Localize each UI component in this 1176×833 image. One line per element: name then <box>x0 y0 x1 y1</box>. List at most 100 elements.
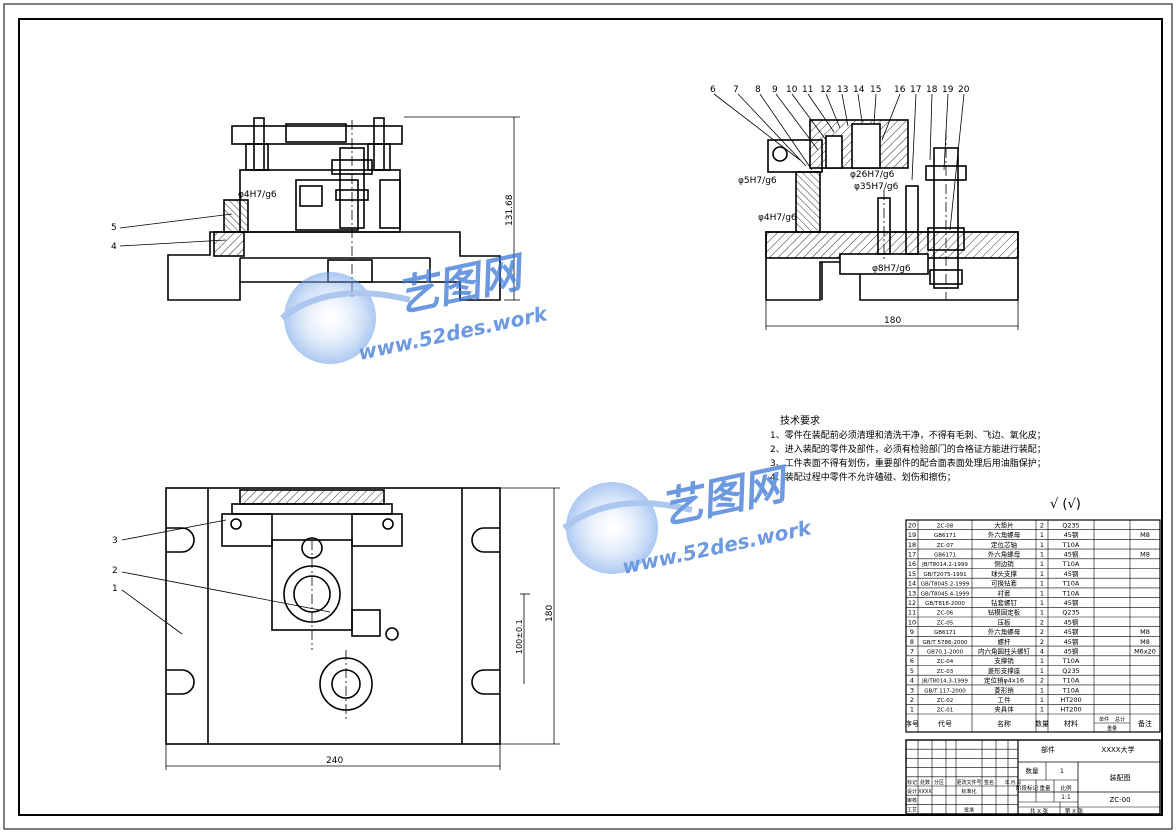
top-leaders <box>121 519 331 635</box>
section-leaders <box>713 93 965 231</box>
bom-cell: 4 <box>910 677 914 685</box>
outer-border <box>3 3 1173 830</box>
bom-cell: 内六角圆柱头螺钉 <box>978 647 1031 656</box>
bom-cell: 1 <box>1040 657 1044 665</box>
title-review-label: 审核 <box>907 797 917 804</box>
fit-label-4: φ4H7/g6 <box>758 213 797 223</box>
bom-cell: 钻套螺钉 <box>991 598 1018 607</box>
leader-4: 4 <box>111 242 117 252</box>
bom-cell: ZC-06 <box>937 611 954 617</box>
bom-cell: 45钢 <box>1064 599 1079 607</box>
bom-cell: 16 <box>908 560 916 568</box>
bom-cell: 钻模固定板 <box>988 608 1021 617</box>
bom-cell: 11 <box>908 609 916 617</box>
tech-line-4: 4、装配过程中零件不允许磕碰、划伤和擦伤； <box>770 471 956 483</box>
bom-cell: 侧边销 <box>994 559 1014 568</box>
bom-cell: ZC-03 <box>937 669 954 675</box>
bom-cell: 8 <box>910 638 914 646</box>
watermark-2: 艺图网 www.52des.work <box>562 458 815 579</box>
bom-header-extra: 总计 <box>1115 716 1125 723</box>
fit-label-5: φ8H7/g6 <box>872 264 911 274</box>
leader-9: 9 <box>772 85 778 95</box>
bom-cell: T10A <box>1062 541 1080 549</box>
bom-cell: GB/T 5786-2000 <box>923 640 968 646</box>
bom-cell: 定位销φ4x16 <box>984 676 1024 685</box>
bom-cell: ZC-01 <box>937 708 954 714</box>
bom-cell: 45钢 <box>1064 618 1079 626</box>
leader-14: 14 <box>853 85 865 95</box>
bom-cell: 13 <box>908 589 916 597</box>
bom-header: 名称 <box>997 719 1011 728</box>
title-weight-label: 重量 <box>1039 784 1051 792</box>
tech-line-2: 2、进入装配的零件及部件，必须有检验部门的合格证方能进行装配； <box>770 443 1046 455</box>
bom-cell: 1 <box>1040 667 1044 675</box>
bom-cell: 1 <box>1040 570 1044 578</box>
leader-17: 17 <box>910 85 921 95</box>
bom-cell: 6 <box>910 657 914 665</box>
bom-cell: 1 <box>1040 706 1044 714</box>
bom-cell: 5 <box>910 667 914 675</box>
bom-cell: GB6171 <box>934 630 956 636</box>
bom-cell: 45钢 <box>1064 570 1079 578</box>
bom-cell: GB/T 117-2000 <box>924 688 966 694</box>
bom-cell: 球头支撑 <box>991 569 1018 578</box>
bom-cell: 7 <box>910 648 914 656</box>
bom-cell: T10A <box>1062 580 1080 588</box>
bom-header: 材料 <box>1064 719 1078 728</box>
bom-cell: 外六角螺母 <box>988 530 1021 539</box>
bom-cell: 工件 <box>998 695 1012 704</box>
leader-2: 2 <box>112 566 118 576</box>
bom-cell: 1 <box>1040 686 1044 694</box>
bom-cell: Q235 <box>1062 609 1080 617</box>
leader-15: 15 <box>870 85 881 95</box>
title-sign-label: 签名 <box>984 779 994 786</box>
front-view <box>167 117 501 301</box>
bom-cell: ZC-04 <box>937 659 954 665</box>
bom-cell: 1 <box>1040 541 1044 549</box>
leader-7: 7 <box>733 85 739 95</box>
bom-cell: ZC-08 <box>937 523 954 529</box>
bom-cell: Q235 <box>1062 667 1080 675</box>
bom-cell: 外六角螺母 <box>988 550 1021 559</box>
bom-cell: T10A <box>1062 677 1080 685</box>
leader-18: 18 <box>926 85 938 95</box>
bom-cell: 1 <box>1040 609 1044 617</box>
bom-cell: T10A <box>1062 560 1080 568</box>
watermark-1: 艺图网 www.52des.work <box>280 246 551 365</box>
title-stage-label: 阶段标记 <box>1016 784 1039 792</box>
bom-cell: ZC-02 <box>937 698 954 704</box>
section-dim-width-label: 180 <box>884 316 901 326</box>
roughness-symbol: √ (√) <box>1050 497 1081 512</box>
bom-cell: 20 <box>908 521 916 529</box>
title-qty-label: 数量 <box>1026 766 1040 775</box>
title-scale-label: 比例 <box>1060 784 1072 792</box>
bom-cell: 1 <box>1040 589 1044 597</box>
title-drawing-no: ZC-00 <box>1109 796 1130 804</box>
bom-cell: 衬套 <box>998 588 1012 597</box>
leader-10: 10 <box>786 85 798 95</box>
bom-cell: 定位芯轴 <box>991 540 1018 549</box>
bom-cell: M8 <box>1140 531 1150 539</box>
bom-header: 备注 <box>1138 719 1152 728</box>
leader-13: 13 <box>837 85 848 95</box>
front-leaders <box>119 213 233 247</box>
bom-cell: 4 <box>1040 648 1044 656</box>
bom-cell: GB6171 <box>934 533 956 539</box>
bom-cell: GB70.1-2000 <box>927 650 964 656</box>
title-drawing-name: 装配图 <box>1110 773 1131 782</box>
leader-1: 1 <box>112 584 118 594</box>
bom-cell: 19 <box>908 531 916 539</box>
bom-frame <box>905 519 1161 733</box>
bom-cell: M6x20 <box>1134 648 1156 656</box>
